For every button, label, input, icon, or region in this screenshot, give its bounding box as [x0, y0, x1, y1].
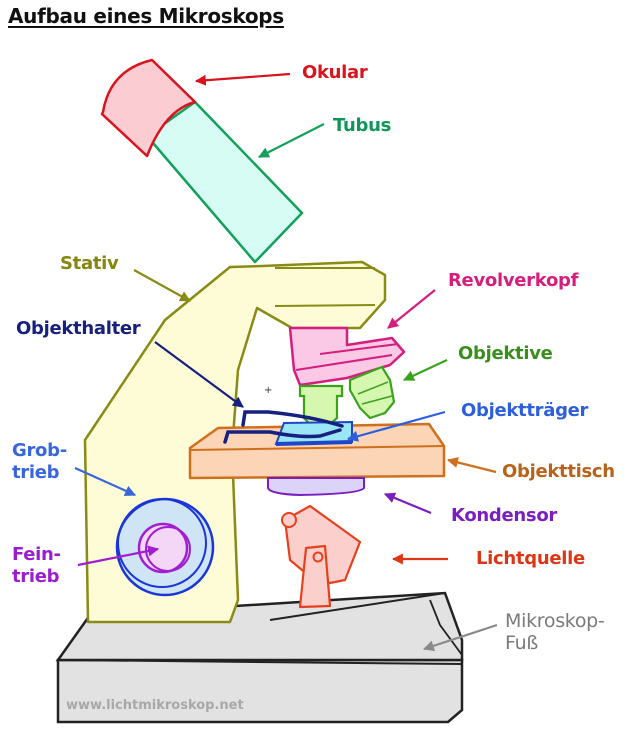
crosshair-mark: + — [264, 385, 272, 396]
microscope-foot — [55, 591, 464, 724]
label-objekttisch: Objekttisch — [502, 461, 615, 482]
label-feintrieb: Fein- trieb — [12, 544, 61, 587]
revolverkopf-part — [288, 326, 406, 387]
label-objekttraeger: Objektträger — [461, 400, 589, 421]
objekttraeger-arrow — [346, 410, 446, 442]
objekttraeger-part — [274, 420, 353, 446]
objekttisch-arrow — [446, 457, 497, 474]
label-grobtrieb: Grob- trieb — [12, 440, 67, 483]
objektive-arrow — [403, 359, 448, 381]
fuss-arrow — [422, 623, 498, 652]
grobtrieb-arrow — [74, 466, 137, 497]
objekthalter-part — [223, 410, 344, 444]
label-tubus: Tubus — [333, 115, 392, 136]
objekttisch-part — [188, 422, 446, 480]
kondensor-arrow — [383, 492, 432, 515]
okular-part — [100, 58, 197, 158]
label-revolverkopf: Revolverkopf — [448, 270, 579, 291]
kondensor-part — [267, 477, 365, 497]
watermark: www.lichtmikroskop.net — [66, 698, 244, 713]
label-mikroskop-fuss: Mikroskop- Fuß — [505, 610, 605, 654]
okular-arrow — [194, 72, 291, 86]
label-stativ: Stativ — [60, 253, 119, 274]
objekthalter-arrow — [154, 341, 244, 408]
pointer-arrows — [74, 72, 498, 652]
label-objekthalter: Objekthalter — [16, 318, 141, 339]
label-okular: Okular — [302, 62, 368, 83]
lichtquelle-part — [281, 504, 362, 609]
label-kondensor: Kondensor — [451, 505, 557, 526]
revolverkopf-arrow — [387, 289, 436, 329]
diagram-title: Aufbau eines Mikroskops — [8, 4, 284, 28]
tubus-arrow — [258, 123, 325, 158]
stativ-arrow — [133, 269, 191, 302]
label-lichtquelle: Lichtquelle — [476, 548, 585, 569]
tubus-part — [145, 100, 304, 264]
objektive-part — [298, 365, 396, 428]
feintrieb-arrow — [77, 545, 160, 567]
feintrieb-part — [137, 522, 191, 574]
label-objektive: Objektive — [458, 343, 553, 364]
